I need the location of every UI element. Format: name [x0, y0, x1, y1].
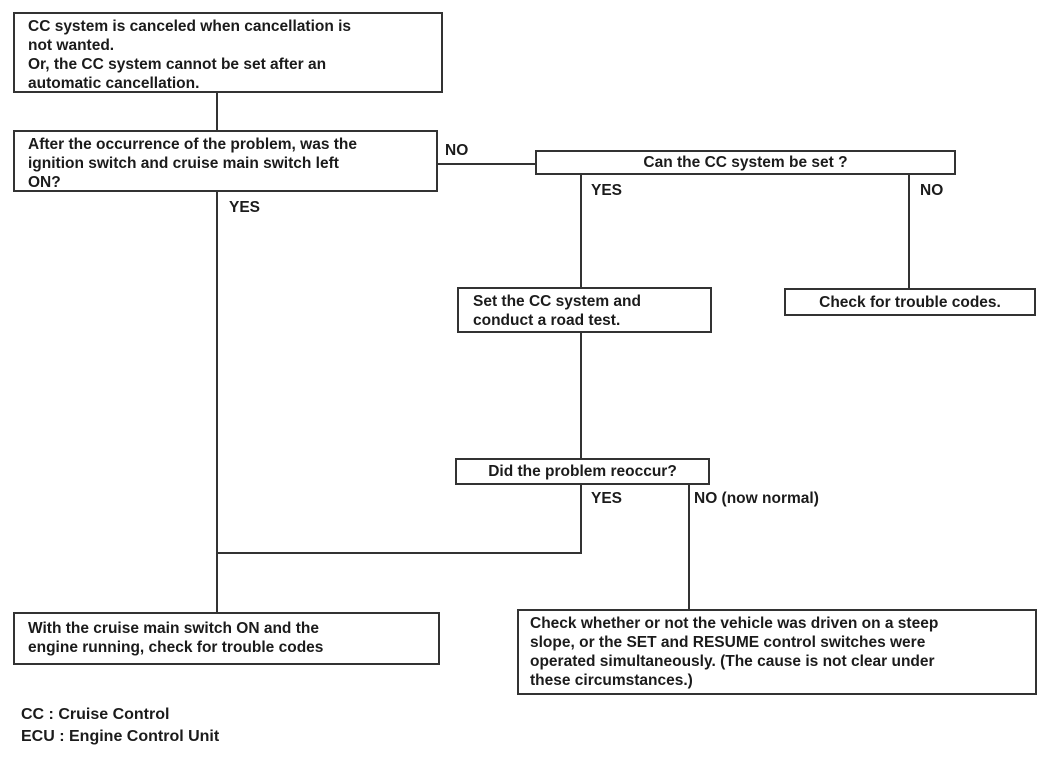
label-reoccur-yes: YES [591, 490, 623, 507]
node-check-trouble-codes: Check for trouble codes. [784, 288, 1036, 316]
label-canset-no: NO [920, 182, 944, 199]
node-question-problem-reoccur: Did the problem reoccur? [455, 458, 710, 485]
label-ignition-no: NO [445, 142, 469, 159]
connector-reoccur-no-down [688, 485, 690, 609]
node-set-cc-road-test: Set the CC system and conduct a road tes… [457, 287, 712, 333]
abbreviation-legend: CC : Cruise Control ECU : Engine Control… [21, 704, 219, 748]
label-ignition-yes: YES [229, 199, 261, 216]
legend-ecu: ECU : Engine Control Unit [21, 728, 220, 745]
label-canset-yes: YES [591, 182, 623, 199]
connector-roadtest-to-reoccur [580, 333, 582, 458]
label-reoccur-no-now-normal: NO (now normal) [694, 490, 819, 507]
connector-canset-yes-down [580, 175, 582, 287]
legend-cc: CC : Cruise Control [21, 706, 170, 723]
node-problem-description: CC system is canceled when cancellation … [13, 12, 443, 93]
node-check-codes-engine-running: With the cruise main switch ON and the e… [13, 612, 440, 665]
node-question-ignition-switch: After the occurrence of the problem, was… [13, 130, 438, 192]
node-question-can-cc-be-set: Can the CC system be set ? [535, 150, 956, 175]
connector-canset-no-down [908, 175, 910, 288]
connector-reoccur-yes-left [216, 552, 582, 554]
connector-ignition-no-right [436, 163, 535, 165]
connector-problem-to-ignition [216, 93, 218, 130]
connector-reoccur-yes-down [580, 485, 582, 554]
connector-ignition-yes-down [216, 192, 218, 612]
node-check-steep-slope: Check whether or not the vehicle was dri… [517, 609, 1037, 695]
